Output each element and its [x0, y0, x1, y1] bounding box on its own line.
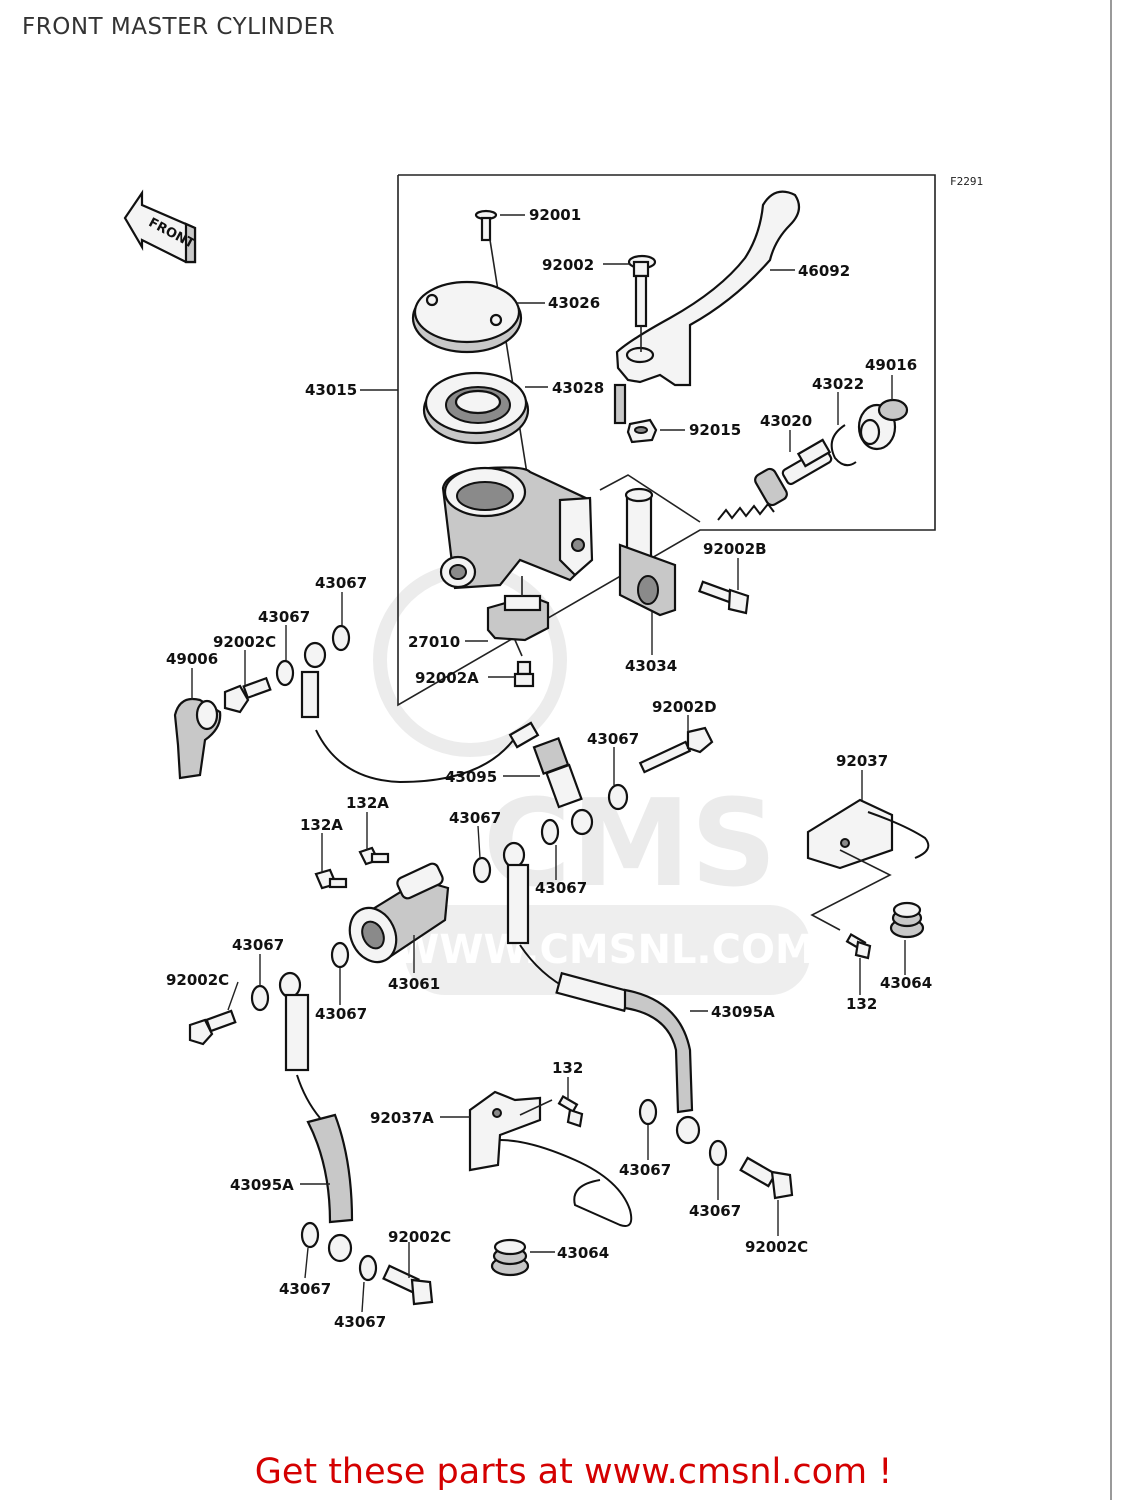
- diaphragm-43028: [422, 371, 530, 445]
- label-43067-5: 43067: [535, 879, 587, 897]
- watermark-text: WWW.CMSNL.COM: [395, 927, 815, 973]
- bracket-92037a: [468, 1090, 633, 1227]
- label-92002c-2: 92002C: [166, 971, 229, 989]
- label-43067-9: 43067: [689, 1202, 741, 1220]
- washer-43067-c: [607, 783, 629, 811]
- banjo-bolt-92002c-left: [188, 1009, 237, 1046]
- clamp-43034: [618, 487, 677, 617]
- figure-code: F2291: [950, 175, 983, 188]
- washer-43067-k: [358, 1254, 378, 1282]
- piston-assembly-43020: [717, 438, 833, 521]
- right-border: [1110, 0, 1112, 1500]
- screw-92001: [474, 209, 529, 481]
- label-43067-8: 43067: [619, 1161, 671, 1179]
- label-43067-10: 43067: [279, 1280, 331, 1298]
- washer-43067-e: [540, 818, 560, 846]
- label-27010: 27010: [408, 633, 460, 651]
- hose-43095a-left: [278, 971, 354, 1263]
- hose-fitting-43095: [532, 736, 594, 836]
- label-43067-2: 43067: [258, 608, 310, 626]
- label-43095a-2: 43095A: [230, 1176, 294, 1194]
- grommet-43064-bottom: [490, 1238, 530, 1277]
- label-92002: 92002: [542, 256, 594, 274]
- bolt-132a-upper: [358, 846, 390, 866]
- label-46092: 46092: [798, 262, 850, 280]
- switch-screw-92002a: [513, 660, 535, 688]
- label-43067-1: 43067: [315, 574, 367, 592]
- bracket-92037: [806, 798, 930, 931]
- bolt-132-lower: [557, 1095, 584, 1128]
- washer-43067-i: [708, 1139, 728, 1167]
- reservoir-cap-43026: [411, 280, 523, 354]
- brake-joint-43061: [348, 862, 450, 964]
- assembly-boundary: [397, 174, 936, 707]
- label-92002c-1: 92002C: [213, 633, 276, 651]
- label-43067-7: 43067: [315, 1005, 367, 1023]
- label-92002b: 92002B: [703, 540, 767, 558]
- label-43067-11: 43067: [334, 1313, 386, 1331]
- washer-43067-a: [275, 659, 295, 687]
- washer-43067-h: [638, 1098, 658, 1126]
- label-92037: 92037: [836, 752, 888, 770]
- label-132-1: 132: [846, 995, 877, 1013]
- label-43064-2: 43064: [557, 1244, 609, 1262]
- label-92002d: 92002D: [652, 698, 717, 716]
- label-43067-6: 43067: [232, 936, 284, 954]
- front-direction-arrow: FRONT: [123, 189, 197, 264]
- circlip-43022: [830, 424, 857, 467]
- bleeder-cap-49006: [173, 697, 222, 780]
- washer-43067-b: [331, 624, 351, 652]
- washer-43067-f: [330, 941, 350, 969]
- label-49016: 49016: [865, 356, 917, 374]
- label-43067-4: 43067: [449, 809, 501, 827]
- pivot-bolt-92002: [627, 254, 657, 352]
- bolt-132-right: [845, 933, 872, 960]
- label-92037a: 92037A: [370, 1109, 434, 1127]
- svg-text:CMS: CMS: [483, 775, 777, 914]
- master-cylinder-body-43015: [439, 466, 594, 590]
- washer-43067-d: [472, 856, 492, 884]
- banjo-bolt-92002c-upper: [223, 676, 272, 714]
- label-43028: 43028: [552, 379, 604, 397]
- label-92002a: 92002A: [415, 669, 479, 687]
- dust-boot-49016: [857, 398, 909, 451]
- label-43015: 43015: [305, 381, 357, 399]
- label-43022: 43022: [812, 375, 864, 393]
- label-43061: 43061: [388, 975, 440, 993]
- label-92002c-3: 92002C: [745, 1238, 808, 1256]
- label-132-2: 132: [552, 1059, 583, 1077]
- footer-link[interactable]: Get these parts at www.cmsnl.com !: [254, 1452, 893, 1492]
- exploded-parts-diagram: WWW.CMSNL.COM CMS F2291 FRONT: [123, 174, 983, 1331]
- brake-switch-27010: [486, 576, 550, 657]
- washer-43067-j: [300, 1221, 320, 1249]
- brake-lever-46092: [613, 190, 801, 425]
- bolt-132a-lower: [314, 868, 348, 890]
- label-132a-1: 132A: [346, 794, 389, 812]
- label-43067-3: 43067: [587, 730, 639, 748]
- label-43034: 43034: [625, 657, 677, 675]
- label-92002c-4: 92002C: [388, 1228, 451, 1246]
- label-92001: 92001: [529, 206, 581, 224]
- washer-43067-g: [250, 984, 270, 1012]
- page-title: FRONT MASTER CYLINDER: [22, 14, 336, 40]
- label-92015: 92015: [689, 421, 741, 439]
- part-number-labels: 92001 92002 46092 43026 43015 43028 9201…: [166, 206, 932, 1331]
- watermark: WWW.CMSNL.COM CMS: [373, 563, 815, 995]
- label-43026: 43026: [548, 294, 600, 312]
- upper-brake-hose: [300, 641, 540, 784]
- label-49006: 49006: [166, 650, 218, 668]
- nut-92015: [626, 418, 658, 444]
- label-43064-1: 43064: [880, 974, 932, 992]
- banjo-bolt-92002c-bottom: [382, 1264, 434, 1306]
- grommet-43064-right: [889, 901, 925, 939]
- label-132a-2: 132A: [300, 816, 343, 834]
- leader-lines: [191, 214, 906, 1313]
- label-43020: 43020: [760, 412, 812, 430]
- label-43095a-1: 43095A: [711, 1003, 775, 1021]
- bolt-92002d: [638, 726, 714, 774]
- clamp-bolt-92002b: [698, 580, 750, 615]
- banjo-bolt-92002c-right: [739, 1156, 794, 1200]
- label-43095: 43095: [445, 768, 497, 786]
- hose-43095a-right: [502, 841, 701, 1145]
